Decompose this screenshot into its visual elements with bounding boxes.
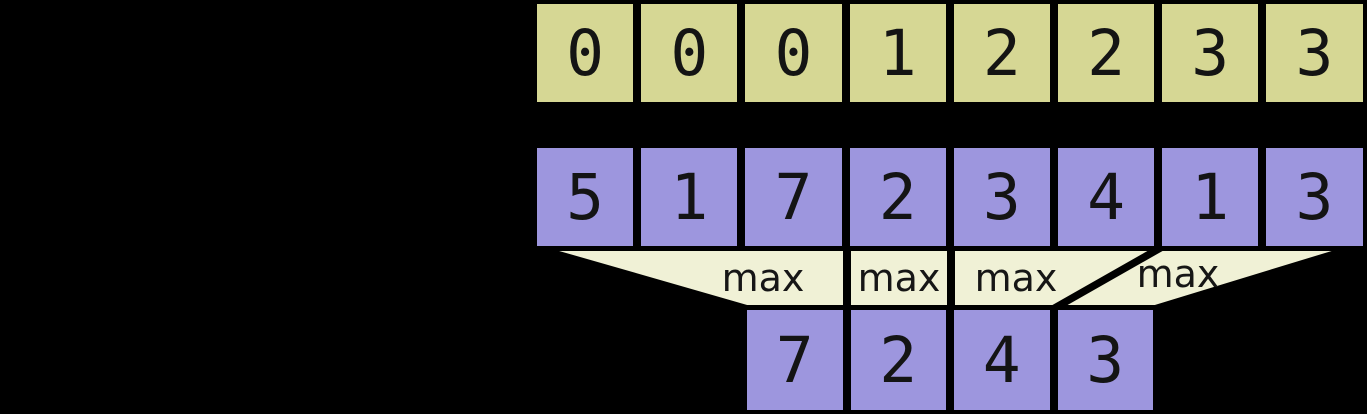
- output-value-cell: 2: [846, 306, 950, 414]
- segment-id-cell: 2: [949, 0, 1054, 106]
- segment-id-cell: 3: [1158, 0, 1263, 106]
- max-label-3: max: [975, 256, 1058, 300]
- input-value-row: 5 1 7 2 3 4 1 3: [533, 144, 1367, 250]
- segment-id-cell: 0: [637, 0, 742, 106]
- max-label-1: max: [722, 256, 805, 300]
- segment-id-cell: 1: [845, 0, 950, 106]
- output-value-cell: 7: [743, 306, 847, 414]
- input-value-cell: 1: [1158, 144, 1263, 250]
- max-label-2: max: [858, 256, 941, 300]
- input-value-cell: 7: [741, 144, 846, 250]
- input-value-cell: 4: [1053, 144, 1159, 250]
- input-value-cell: 1: [637, 144, 742, 250]
- output-value-cell: 4: [950, 306, 1054, 414]
- input-value-cell: 2: [845, 144, 950, 250]
- input-value-cell: 3: [1262, 144, 1367, 250]
- input-value-cell: 3: [949, 144, 1054, 250]
- segment-id-row: 0 0 0 1 2 2 3 3: [533, 0, 1367, 106]
- output-value-cell: 3: [1053, 306, 1157, 414]
- output-value-row: 7 2 4 3: [743, 306, 1157, 414]
- segment-id-cell: 2: [1053, 0, 1159, 106]
- segment-id-cell: 0: [533, 0, 638, 106]
- segment-id-cell: 0: [741, 0, 846, 106]
- input-value-cell: 5: [533, 144, 638, 250]
- max-label-4: max: [1137, 252, 1220, 296]
- segment-id-cell: 3: [1262, 0, 1367, 106]
